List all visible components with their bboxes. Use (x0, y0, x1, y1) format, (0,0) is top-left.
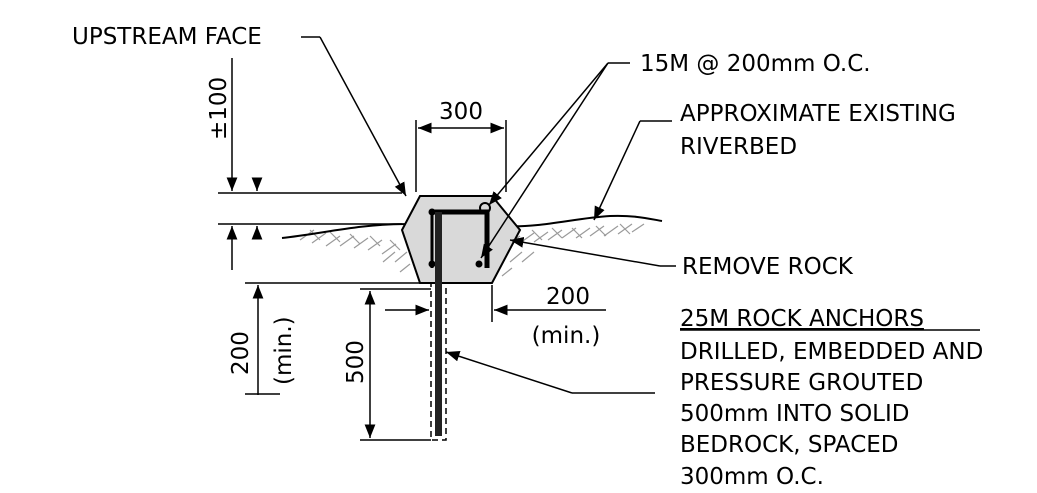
anchors-leader (445, 351, 573, 394)
anchors-line3: 500mm INTO SOLID (680, 401, 909, 427)
riverbed-hatching-right (501, 223, 645, 277)
anchors-line5: 300mm O.C. (680, 464, 824, 490)
anchors-title: 25M ROCK ANCHORS (680, 306, 924, 332)
rock-anchor-bar (435, 212, 442, 436)
rebar-leader-1 (488, 62, 609, 206)
dim-anchor-depth (360, 288, 431, 441)
concrete-block (400, 195, 522, 284)
dim-width-top (415, 120, 507, 192)
dim-offset-right (491, 285, 606, 322)
dim-height-top (218, 58, 402, 270)
rock-anchor-grout-hole (430, 282, 447, 441)
dim-anchor-depth-label: 500 (343, 340, 369, 384)
upstream-face-label: UPSTREAM FACE (72, 24, 262, 50)
dim-depth-left (245, 282, 420, 395)
riverbed-label-line1: APPROXIMATE EXISTING (680, 101, 956, 127)
anchors-line1: DRILLED, EMBEDDED AND (680, 339, 983, 365)
remove-rock-label: REMOVE ROCK (682, 254, 854, 280)
riverbed-leader (593, 120, 641, 221)
riverbed-label-line2: RIVERBED (680, 134, 797, 160)
anchors-line4: BEDROCK, SPACED (680, 432, 899, 458)
rebar-spec-label: 15M @ 200mm O.C. (640, 51, 871, 77)
dim-offset-right-label: 200 (546, 284, 590, 310)
rebar-leader-2 (480, 62, 609, 259)
riverbed-hatching-left (299, 229, 411, 273)
dim-depth-left-label: 200 (228, 331, 254, 375)
dim-height-top-label: ±100 (206, 77, 232, 140)
remove-rock-leader (509, 236, 661, 267)
dim-depth-left-note: (min.) (271, 316, 297, 385)
upstream-face-leader (319, 36, 407, 197)
dim-width-top-label: 300 (439, 99, 483, 125)
dim-offset-right-note: (min.) (532, 323, 601, 349)
anchors-line2: PRESSURE GROUTED (680, 370, 923, 396)
